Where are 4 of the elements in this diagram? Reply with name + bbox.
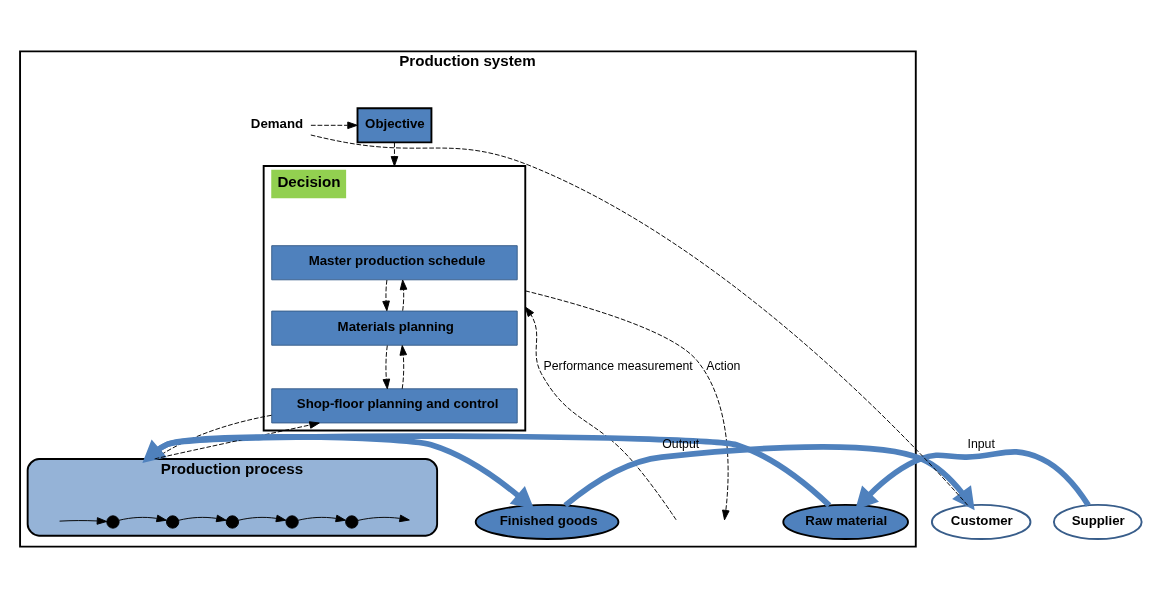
edge-label: Input <box>967 436 995 451</box>
edge-label: Action <box>706 358 741 373</box>
node-text: Demand <box>250 115 304 131</box>
edge-label: Performance measurement <box>543 358 693 373</box>
